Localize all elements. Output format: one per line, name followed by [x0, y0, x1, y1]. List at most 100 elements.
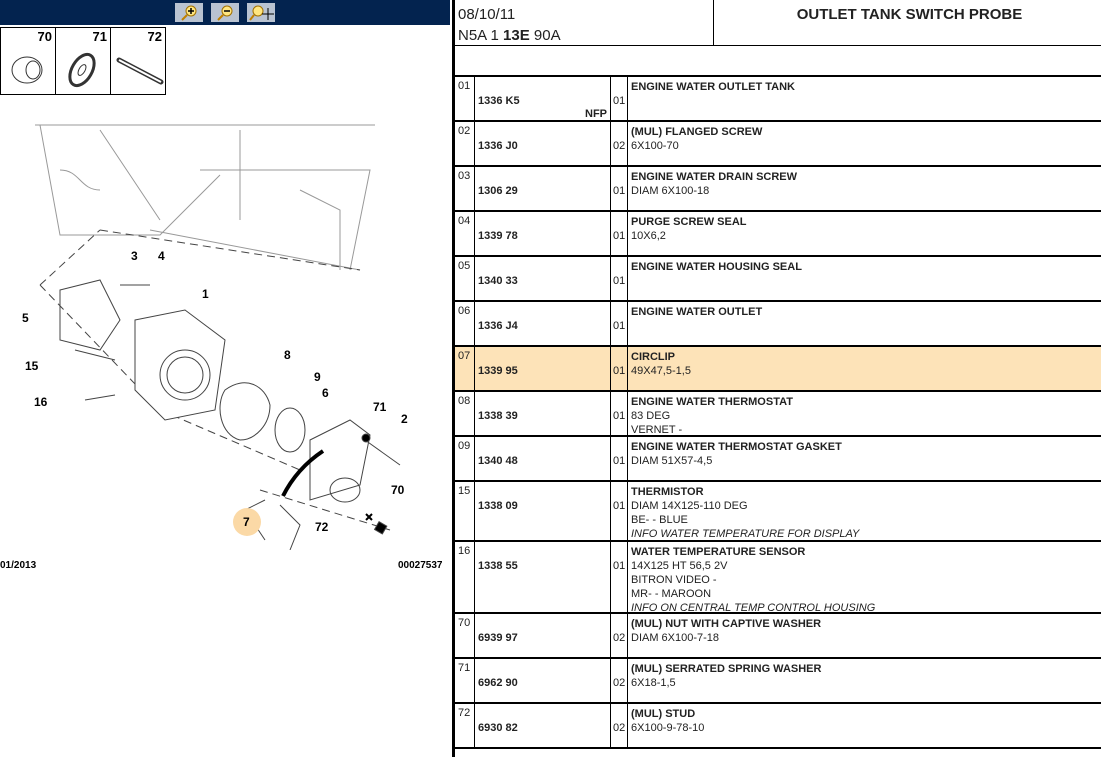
spacer-row	[455, 46, 1101, 77]
zoom-out-icon	[217, 5, 233, 21]
table-row[interactable]: 71 6962 90 02 (MUL) SERRATED SPRING WASH…	[455, 659, 1101, 704]
stud-icon	[116, 57, 164, 85]
callout-7[interactable]: 7	[243, 515, 250, 529]
desc-line: 49X47,5-1,5	[631, 365, 691, 377]
parts-list-panel: 08/10/11 N5A 1 13E 90A OUTLET TANK SWITC…	[452, 0, 1101, 757]
desc-line: BE- - BLUE	[631, 514, 688, 526]
item-index: 16	[458, 545, 471, 557]
callout-70[interactable]: 70	[391, 483, 405, 497]
part-number[interactable]: 1339 78	[478, 230, 518, 242]
part-title: (MUL) SERRATED SPRING WASHER	[631, 663, 822, 675]
item-index: 07	[458, 350, 471, 362]
callout-1[interactable]: 1	[202, 287, 209, 301]
part-title: ENGINE WATER DRAIN SCREW	[631, 171, 798, 183]
part-title: WATER TEMPERATURE SENSOR	[631, 546, 806, 558]
zoom-out-button[interactable]	[211, 3, 239, 22]
item-index: 01	[458, 80, 471, 92]
parts-table: 01 1336 K5 NFP 01 ENGINE WATER OUTLET TA…	[455, 77, 1101, 749]
desc-line: 6X100-9-78-10	[631, 722, 705, 734]
part-description: ENGINE WATER DRAIN SCREW DIAM 6X100-18	[631, 170, 797, 198]
quantity: 01	[613, 185, 626, 197]
callout-15[interactable]: 15	[25, 359, 39, 373]
thumbnail-71[interactable]: 71	[55, 27, 111, 95]
part-number[interactable]: 1338 55	[478, 560, 518, 572]
quantity: 01	[613, 560, 626, 572]
table-row[interactable]: 01 1336 K5 NFP 01 ENGINE WATER OUTLET TA…	[455, 77, 1101, 122]
ref-group: 13E	[503, 27, 530, 44]
callout-3[interactable]: 3	[131, 249, 138, 263]
zoom-pan-icon	[249, 5, 274, 21]
part-number[interactable]: 1336 J4	[478, 320, 518, 332]
header-reference: N5A 1 13E 90A	[458, 27, 561, 44]
thumbnail-70[interactable]: 70	[0, 27, 56, 95]
part-description: ENGINE WATER HOUSING SEAL	[631, 260, 802, 274]
part-number[interactable]: 1336 J0	[478, 140, 518, 152]
zoom-pan-button[interactable]	[247, 3, 275, 22]
diagram-reference: 00027537	[398, 560, 443, 571]
callout-9[interactable]: 9	[314, 370, 321, 384]
part-number[interactable]: 1306 29	[478, 185, 518, 197]
part-title: ENGINE WATER HOUSING SEAL	[631, 261, 802, 273]
table-row[interactable]: 06 1336 J4 01 ENGINE WATER OUTLET	[455, 302, 1101, 347]
desc-line: 10X6,2	[631, 230, 666, 242]
part-number[interactable]: 1339 95	[478, 365, 518, 377]
desc-line: VERNET -	[631, 424, 683, 436]
part-title: ENGINE WATER OUTLET	[631, 306, 763, 318]
part-number[interactable]: 1340 48	[478, 455, 518, 467]
callout-4[interactable]: 4	[158, 249, 165, 263]
diagram-date: 01/2013	[0, 560, 37, 571]
thumbnail-72[interactable]: 72	[110, 27, 166, 95]
desc-line: DIAM 6X100-18	[631, 185, 710, 197]
item-index: 70	[458, 617, 471, 629]
callout-72[interactable]: 72	[315, 520, 329, 534]
part-number[interactable]: 6939 97	[478, 632, 518, 644]
part-title: CIRCLIP	[631, 351, 675, 363]
callout-5[interactable]: 5	[22, 311, 29, 325]
part-number[interactable]: 6930 82	[478, 722, 518, 734]
quantity: 02	[613, 722, 626, 734]
part-number[interactable]: 1338 39	[478, 410, 518, 422]
callout-8[interactable]: 8	[284, 348, 291, 362]
part-description: ENGINE WATER OUTLET TANK	[631, 80, 795, 94]
quantity: 01	[613, 500, 626, 512]
item-index: 71	[458, 662, 471, 674]
exploded-view-drawing	[35, 124, 401, 550]
desc-note: INFO WATER TEMPERATURE FOR DISPLAY	[631, 528, 860, 540]
part-number[interactable]: 1340 33	[478, 275, 518, 287]
highlight-marker	[233, 508, 261, 536]
callout-6[interactable]: 6	[322, 386, 329, 400]
part-title: ENGINE WATER THERMOSTAT	[631, 396, 793, 408]
part-number[interactable]: 6962 90	[478, 677, 518, 689]
zoom-in-button[interactable]	[175, 3, 203, 22]
callout-71[interactable]: 71	[373, 400, 387, 414]
part-number[interactable]: 1336 K5	[478, 95, 520, 107]
ref-part: 90A	[529, 27, 561, 44]
quantity: 01	[613, 95, 626, 107]
item-index: 09	[458, 440, 471, 452]
table-row[interactable]: 05 1340 33 01 ENGINE WATER HOUSING SEAL	[455, 257, 1101, 302]
part-number[interactable]: 1338 09	[478, 500, 518, 512]
callout-2[interactable]: 2	[401, 412, 408, 426]
table-row[interactable]: 70 6939 97 02 (MUL) NUT WITH CAPTIVE WAS…	[455, 614, 1101, 659]
table-row[interactable]: 09 1340 48 01 ENGINE WATER THERMOSTAT GA…	[455, 437, 1101, 482]
quantity: 02	[613, 140, 626, 152]
callout-16[interactable]: 16	[34, 395, 48, 409]
item-index: 72	[458, 707, 471, 719]
desc-line: DIAM 6X100-7-18	[631, 632, 720, 644]
item-index: 04	[458, 215, 471, 227]
